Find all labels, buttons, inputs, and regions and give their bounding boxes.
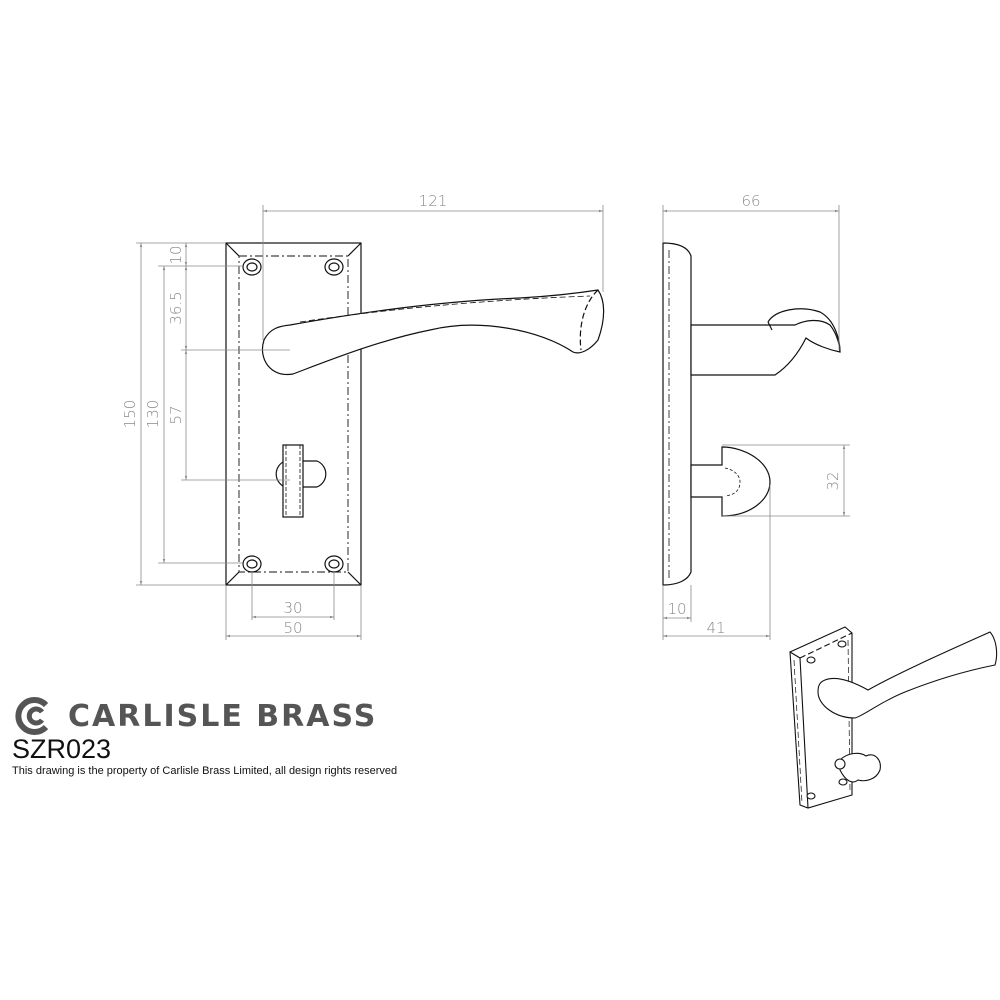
dim-36-5: 36.5 [167,291,185,324]
side-backplate [662,242,692,586]
dim-41: 41 [706,619,725,637]
front-dimensions [136,205,604,640]
fixing-holes [242,258,344,573]
side-dimensions [662,205,850,640]
dim-130: 130 [144,400,162,429]
isometric-view [789,626,998,809]
front-dimension-labels: 121 150 130 10 36.5 57 30 50 [121,192,447,637]
lever-handle [261,289,605,376]
carlisle-brass-logo-icon [15,697,49,735]
side-thumb-turn [690,446,771,517]
dim-150: 150 [121,400,139,429]
dim-66: 66 [741,192,760,210]
dim-30: 30 [283,599,302,617]
product-code: SZR023 [12,734,112,764]
front-view [225,242,605,586]
side-dimension-labels: 66 32 10 41 [667,192,842,637]
brand-header: CARLISLE BRASS [12,697,377,735]
dim-10-side: 10 [667,600,686,618]
dim-50: 50 [283,619,302,637]
dim-57: 57 [167,405,185,424]
dim-10-top: 10 [167,245,185,264]
side-lever [690,319,841,376]
dim-121: 121 [419,192,448,210]
side-view [662,242,841,586]
backplate [225,242,362,586]
dim-32: 32 [824,471,842,490]
thumb-turn [275,444,327,518]
brand-name: CARLISLE BRASS [68,698,378,734]
plate-bevel [238,255,349,573]
rights-notice: This drawing is the property of Carlisle… [12,765,398,777]
